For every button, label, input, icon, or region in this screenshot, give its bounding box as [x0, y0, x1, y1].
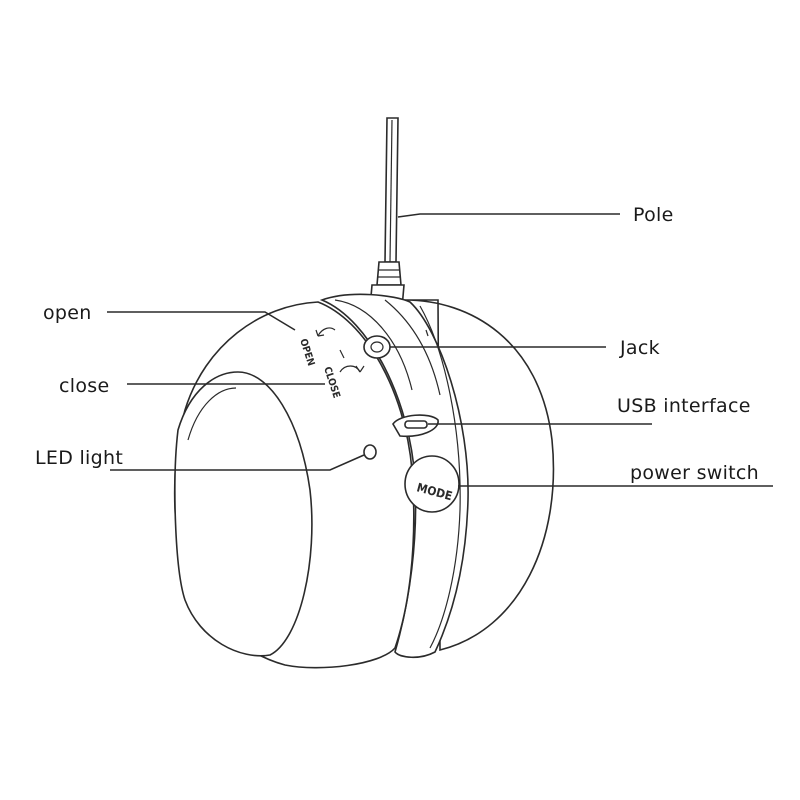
led-leader [110, 454, 365, 471]
pole-leader [397, 213, 620, 218]
close-label: close [59, 375, 109, 397]
jack-label: Jack [619, 337, 660, 359]
leader-lines [107, 213, 773, 487]
led-light-label: LED light [35, 447, 123, 469]
mode-button: MODE [404, 455, 460, 513]
usb-interface-label: USB interface [617, 395, 751, 417]
jack-port [363, 335, 391, 359]
usb-port [392, 414, 439, 438]
open-label: open [43, 302, 92, 324]
pole-label: Pole [633, 204, 674, 226]
center-band [319, 293, 469, 659]
led-light [363, 444, 377, 460]
left-hemisphere [173, 301, 415, 669]
pole [384, 117, 399, 263]
power-switch-label: power switch [630, 462, 759, 484]
open-leader [107, 311, 296, 331]
open-arrow-icon [317, 327, 336, 337]
